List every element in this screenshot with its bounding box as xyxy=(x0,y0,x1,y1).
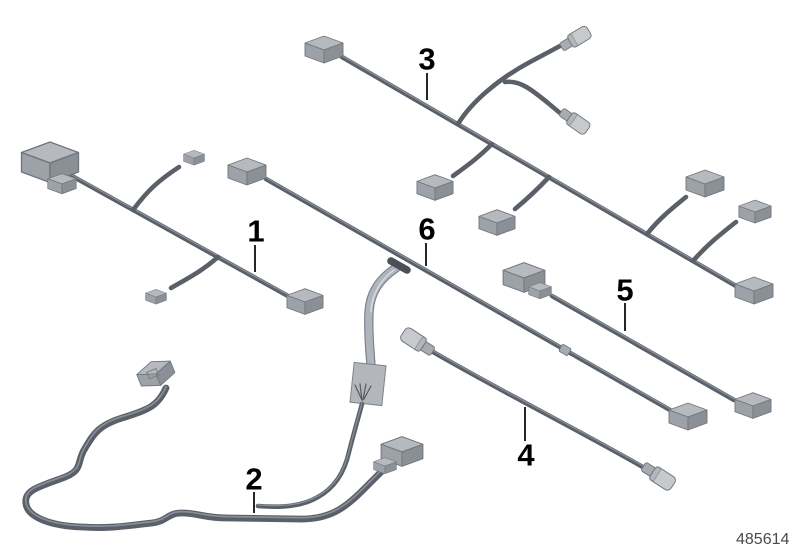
callout-3-label[interactable]: 3 xyxy=(418,41,436,77)
callout-1-label[interactable]: 1 xyxy=(247,213,265,249)
cable-bead xyxy=(558,344,572,356)
part-number: 485614 xyxy=(736,531,790,548)
callout-5-label[interactable]: 5 xyxy=(616,272,634,308)
callout-4-label[interactable]: 4 xyxy=(517,437,535,473)
callout-2-label[interactable]: 2 xyxy=(245,461,263,497)
harness-4-round-connector xyxy=(638,459,678,493)
callout-6-label[interactable]: 6 xyxy=(418,211,436,247)
harness-5 xyxy=(502,262,772,419)
harness-6-connector xyxy=(668,402,708,431)
harness-1-connector xyxy=(145,289,167,305)
ribbon-attachment-wrap xyxy=(387,257,411,274)
harness-3-connector xyxy=(738,199,772,224)
harness-3-connector xyxy=(685,169,725,198)
harness-5-connector xyxy=(734,392,772,419)
harness-6-connector xyxy=(227,157,267,186)
harness-3-round-connector xyxy=(556,105,592,137)
callout-leaders xyxy=(253,73,626,513)
harness-4 xyxy=(398,325,678,493)
harness-4-round-connector xyxy=(398,325,438,359)
harness-1 xyxy=(20,141,324,315)
harness-3-connector xyxy=(734,276,774,305)
harness-2 xyxy=(22,354,424,531)
harness-3-connector xyxy=(416,174,454,201)
harness-6 xyxy=(227,157,708,510)
harness-1-connector xyxy=(183,150,205,166)
harness-1-connector xyxy=(286,288,324,315)
harness-3-connector xyxy=(304,35,344,64)
harness-3 xyxy=(304,24,774,305)
harness-3-connector xyxy=(478,209,516,236)
ribbon-terminal-module xyxy=(349,361,387,407)
harness-2-connector xyxy=(133,354,178,393)
harness-3-round-connector xyxy=(557,24,594,54)
